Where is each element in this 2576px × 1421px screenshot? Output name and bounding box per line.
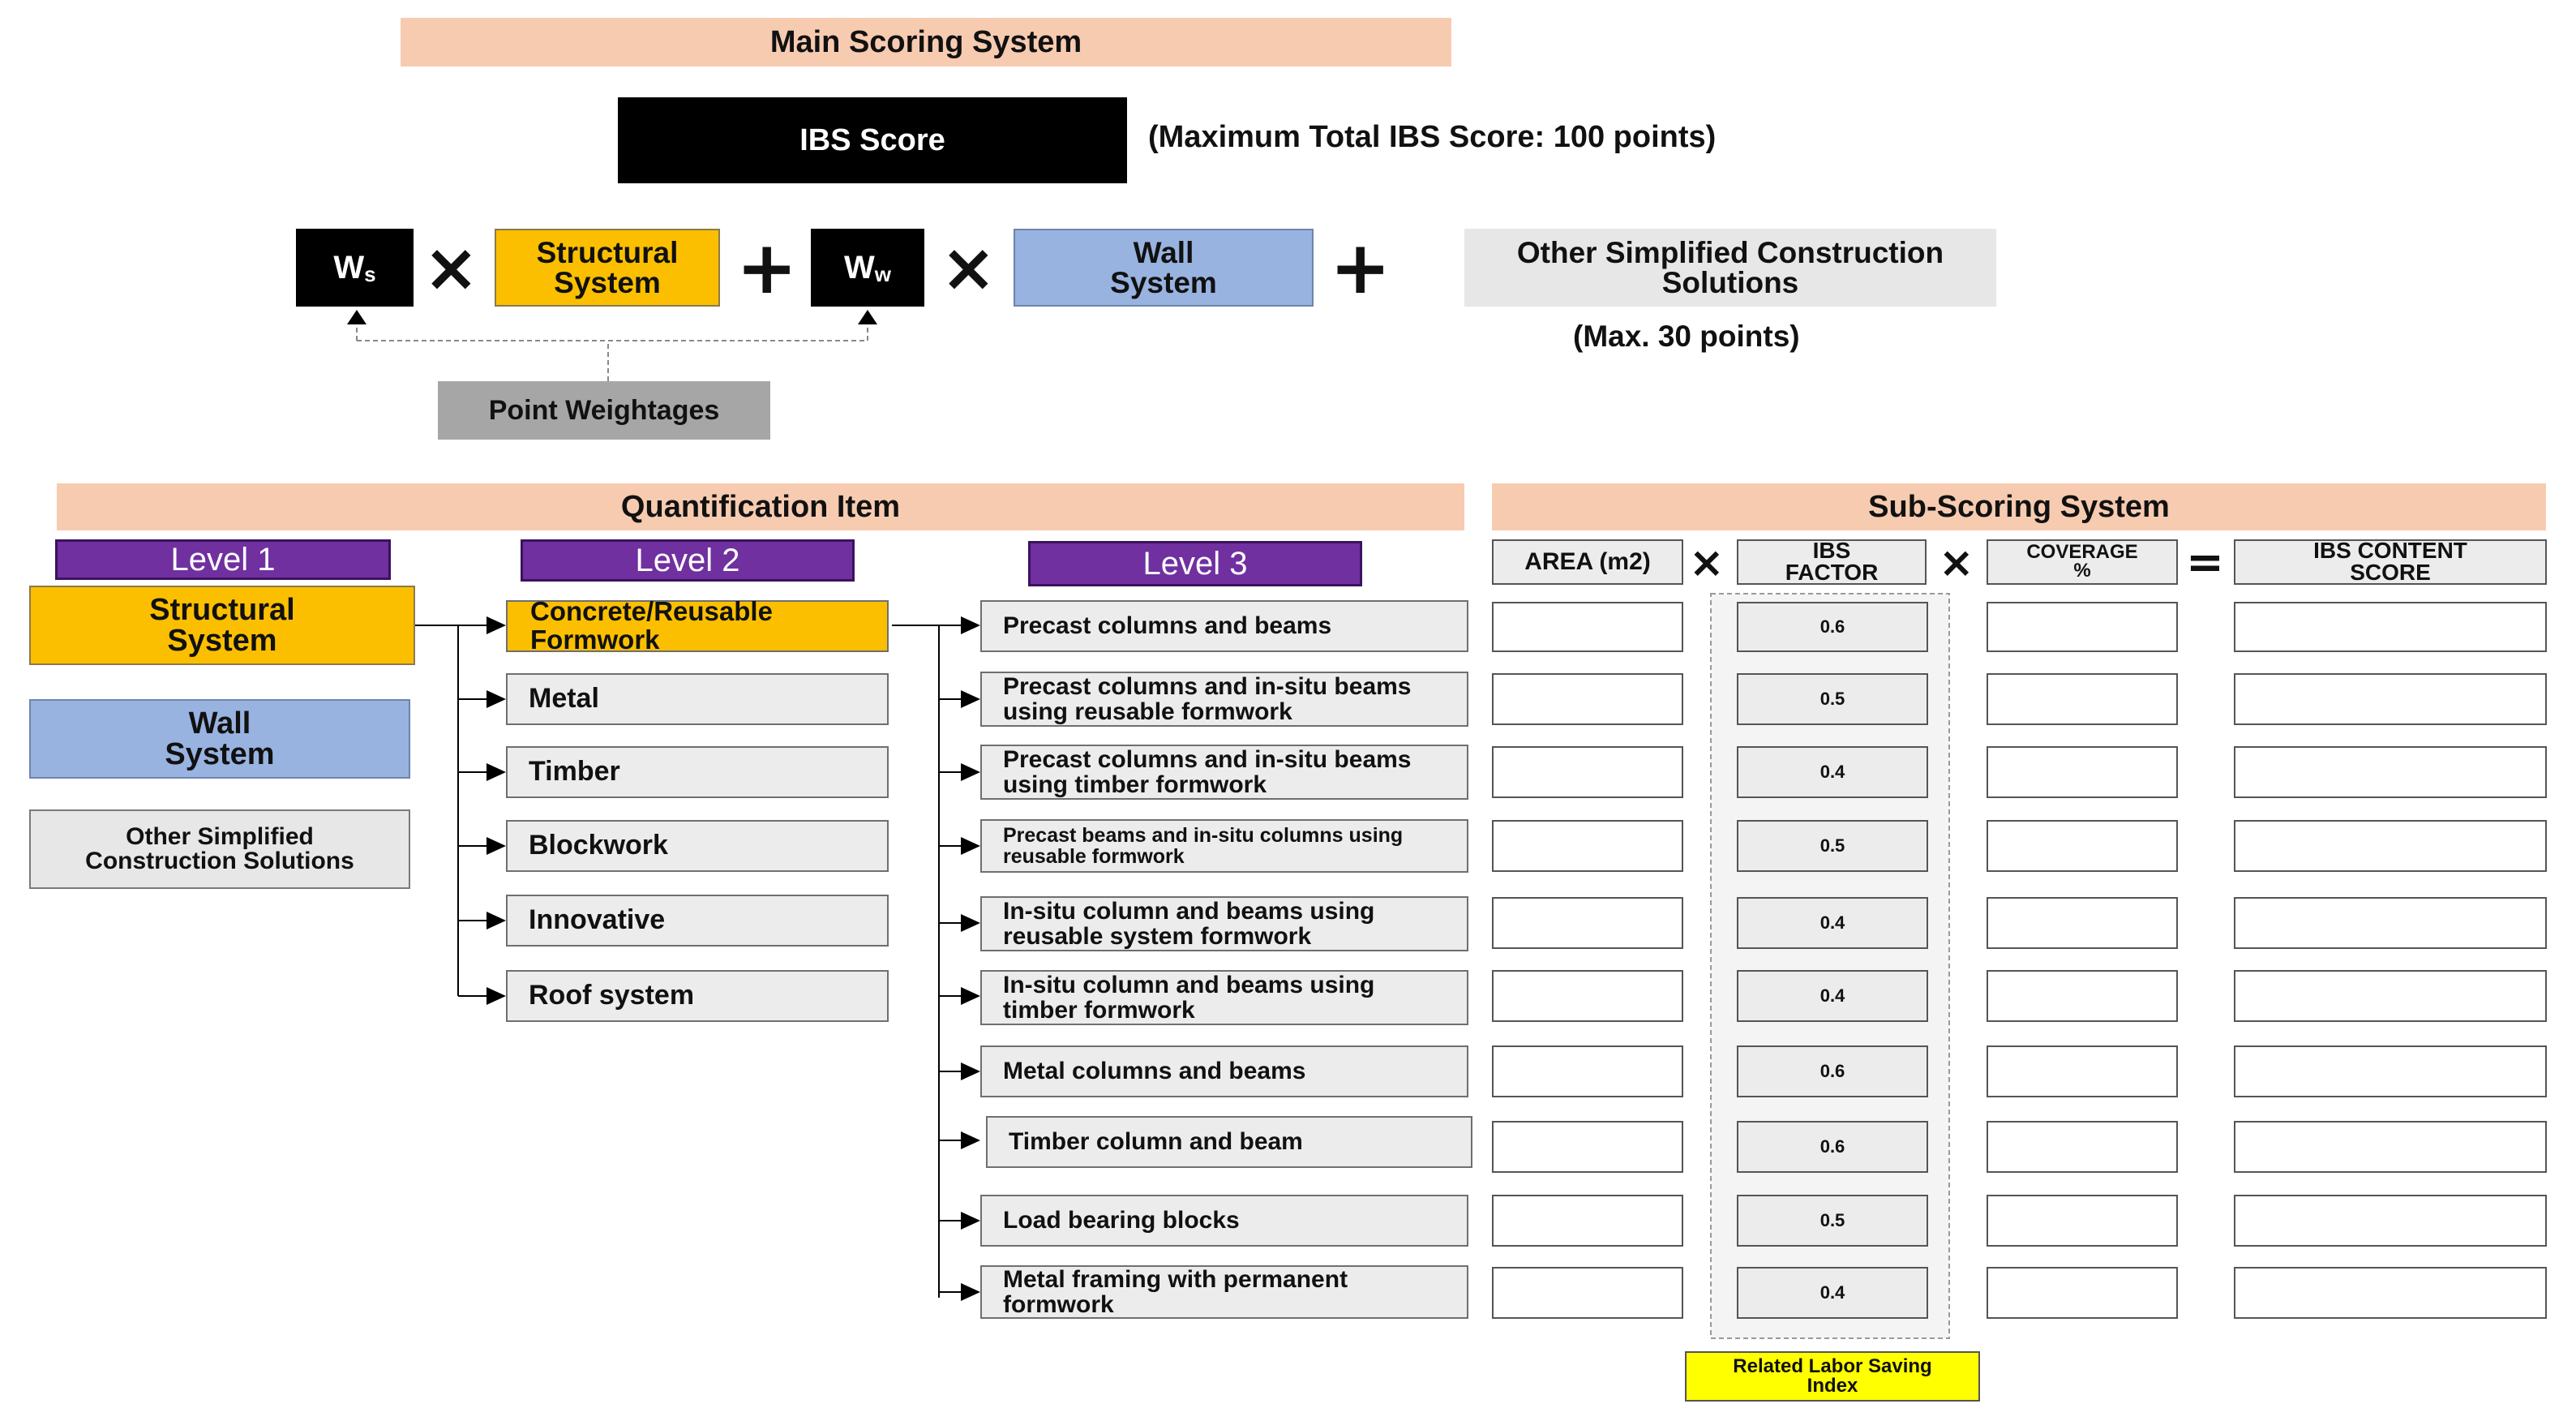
ibs-factor-value: 0.5 — [1737, 673, 1928, 725]
ibs-factor-header: IBS FACTOR — [1737, 539, 1927, 585]
content-score-cell — [2234, 746, 2547, 798]
content-score-cell — [2234, 673, 2547, 725]
ibs-factor-value: 0.4 — [1737, 1267, 1928, 1319]
area-input[interactable] — [1492, 1195, 1683, 1247]
ibs-content-score-header: IBS CONTENT SCORE — [2234, 539, 2547, 585]
level2-tree — [415, 625, 491, 997]
area-input[interactable] — [1492, 602, 1683, 652]
level-1-header: Level 1 — [55, 539, 391, 580]
coverage-input[interactable] — [1987, 602, 2178, 652]
level2-arrowheads — [486, 616, 506, 1005]
area-header: AREA (m2) — [1492, 539, 1683, 585]
times-operator-1: × — [423, 230, 479, 307]
level1-structural-system: Structural System — [29, 586, 415, 665]
ibs-score-box: IBS Score — [618, 97, 1127, 183]
level2-metal: Metal — [506, 673, 889, 725]
area-input[interactable] — [1492, 1267, 1683, 1319]
level2-timber: Timber — [506, 746, 889, 798]
coverage-input[interactable] — [1987, 1267, 2178, 1319]
level3-arrowheads — [961, 616, 980, 1301]
area-input[interactable] — [1492, 1121, 1683, 1173]
quantification-title: Quantification Item — [57, 483, 1464, 530]
level3-item: Load bearing blocks — [980, 1195, 1468, 1247]
level3-tree — [892, 625, 965, 1298]
coverage-input[interactable] — [1987, 820, 2178, 872]
level3-item: In-situ column and beams using timber fo… — [980, 970, 1468, 1025]
level3-item: Precast columns and beams — [980, 600, 1468, 652]
labor-saving-index-note: Related Labor Saving Index — [1685, 1351, 1980, 1402]
plus-operator-1: + — [736, 225, 798, 311]
plus-operator-2: + — [1330, 225, 1391, 311]
coverage-input[interactable] — [1987, 970, 2178, 1022]
area-input[interactable] — [1492, 673, 1683, 725]
area-input[interactable] — [1492, 970, 1683, 1022]
sub-scoring-title: Sub-Scoring System — [1492, 483, 2546, 530]
content-score-cell — [2234, 1195, 2547, 1247]
level2-concrete-reusable-formwork: Concrete/Reusable Formwork — [506, 598, 889, 654]
level-3-header: Level 3 — [1028, 541, 1362, 586]
ibs-factor-value: 0.5 — [1737, 1195, 1928, 1247]
content-score-cell — [2234, 970, 2547, 1022]
coverage-input[interactable] — [1987, 1121, 2178, 1173]
area-input[interactable] — [1492, 746, 1683, 798]
times-operator-3: × — [1689, 539, 1725, 587]
level2-blockwork: Blockwork — [506, 820, 889, 872]
content-score-cell — [2234, 820, 2547, 872]
point-weightage-connector — [356, 320, 868, 381]
content-score-cell — [2234, 1045, 2547, 1097]
ws-subscript: s — [364, 262, 376, 286]
ibs-factor-value: 0.6 — [1737, 1045, 1928, 1097]
coverage-input[interactable] — [1987, 746, 2178, 798]
level3-item: Precast columns and in-situ beams using … — [980, 745, 1468, 800]
equals-operator: = — [2186, 536, 2224, 589]
coverage-input[interactable] — [1987, 673, 2178, 725]
coverage-input[interactable] — [1987, 897, 2178, 949]
ibs-factor-value: 0.5 — [1737, 820, 1928, 872]
main-scoring-title: Main Scoring System — [401, 18, 1451, 67]
level3-item: In-situ column and beams using reusable … — [980, 896, 1468, 951]
content-score-cell — [2234, 1267, 2547, 1319]
level1-other-solutions: Other Simplified Construction Solutions — [29, 809, 410, 889]
content-score-cell — [2234, 897, 2547, 949]
level3-item: Timber column and beam — [986, 1116, 1472, 1168]
arrow-to-ws — [347, 310, 366, 324]
coverage-header: COVERAGE % — [1987, 539, 2178, 585]
times-operator-2: × — [941, 230, 997, 307]
other-max-note: (Max. 30 points) — [1573, 320, 1800, 353]
level3-item: Precast columns and in-situ beams using … — [980, 672, 1468, 727]
ibs-factor-value: 0.4 — [1737, 970, 1928, 1022]
content-score-cell — [2234, 602, 2547, 652]
coverage-input[interactable] — [1987, 1045, 2178, 1097]
ww-subscript: w — [874, 262, 891, 286]
area-input[interactable] — [1492, 820, 1683, 872]
times-operator-4: × — [1939, 539, 1974, 587]
max-score-note: (Maximum Total IBS Score: 100 points) — [1148, 120, 1717, 154]
structural-system-box: Structural System — [495, 229, 720, 307]
ibs-factor-value: 0.4 — [1737, 897, 1928, 949]
point-weightages-box: Point Weightages — [438, 381, 770, 440]
level3-item: Metal framing with permanent formwork — [980, 1265, 1468, 1319]
ibs-factor-value: 0.6 — [1737, 602, 1928, 652]
wall-system-box: Wall System — [1014, 229, 1314, 307]
level2-innovative: Innovative — [506, 895, 889, 947]
other-solutions-box: Other Simplified Construction Solutions — [1464, 229, 1996, 307]
content-score-cell — [2234, 1121, 2547, 1173]
level2-roof-system: Roof system — [506, 970, 889, 1022]
area-input[interactable] — [1492, 897, 1683, 949]
coverage-input[interactable] — [1987, 1195, 2178, 1247]
area-input[interactable] — [1492, 1045, 1683, 1097]
level-2-header: Level 2 — [521, 539, 855, 582]
ibs-factor-value: 0.6 — [1737, 1121, 1928, 1173]
ww-letter: W — [844, 250, 875, 285]
arrow-to-ww — [858, 310, 877, 324]
level1-wall-system: Wall System — [29, 699, 410, 779]
level3-item: Precast beams and in-situ columns using … — [980, 819, 1468, 873]
ws-letter: W — [333, 250, 365, 285]
level3-item: Metal columns and beams — [980, 1045, 1468, 1097]
ibs-factor-value: 0.4 — [1737, 746, 1928, 798]
